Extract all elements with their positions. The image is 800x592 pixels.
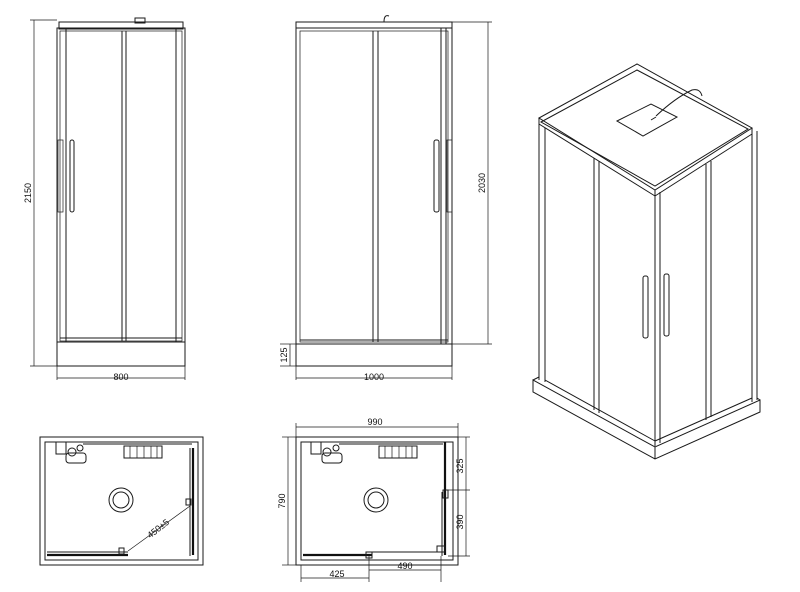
plan-view-right: 990 790 325 390 425 490 (277, 417, 470, 582)
side-width-label: 1000 (364, 372, 384, 382)
plan-right-bottom-left-label: 425 (329, 569, 344, 579)
front-width-label: 800 (113, 372, 128, 382)
plan-right-bottom-right-label: 490 (397, 561, 412, 571)
front-height-label: 2150 (23, 183, 33, 203)
plan-right-offset-top-label: 325 (455, 458, 465, 473)
plan-right-width-label: 990 (367, 417, 382, 427)
plan-right-offset-side-label: 390 (455, 514, 465, 529)
tray-height-label: 125 (279, 347, 289, 362)
isometric-view (532, 63, 761, 460)
front-elevation-view: 2150 800 (23, 17, 186, 382)
plan-left-waste-label: 450±5 (145, 517, 171, 540)
plan-right-depth-label: 790 (277, 493, 287, 508)
side-height-label: 2030 (477, 173, 487, 193)
side-elevation-view: 2030 125 1000 (279, 15, 492, 382)
plan-view-left: 450±5 (39, 436, 204, 566)
